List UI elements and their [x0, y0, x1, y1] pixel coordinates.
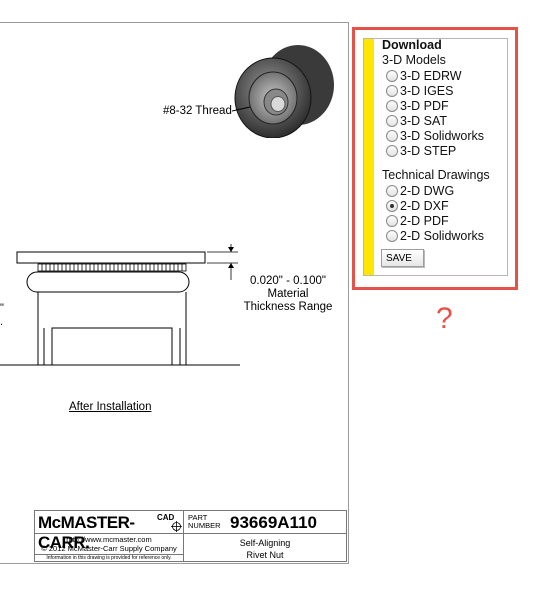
radio-icon[interactable]	[386, 214, 398, 227]
option-label: 3-D EDRW	[400, 68, 462, 83]
option-label: 3-D IGES	[400, 83, 454, 98]
thread-label: #8-32 Thread	[163, 105, 232, 117]
part-number-cell: PART NUMBER 93669A110	[183, 510, 347, 534]
part-number: 93669A110	[230, 513, 317, 532]
radio-icon[interactable]	[386, 229, 398, 242]
radio-icon[interactable]	[386, 129, 398, 142]
description-line2: Rivet Nut	[246, 550, 284, 560]
thickness-range-line2: Material	[267, 288, 309, 300]
cross-section-drawing	[0, 244, 240, 366]
radio-icon[interactable]	[386, 84, 398, 97]
mcmaster-logo: McMASTER-CARR.	[38, 513, 135, 552]
radio-icon[interactable]	[386, 184, 398, 197]
cut-off-label-2: .	[0, 316, 4, 328]
crosshair-icon	[171, 521, 182, 532]
description-line1: Self-Aligning	[239, 538, 291, 548]
option-label: 2-D DWG	[400, 183, 455, 198]
cad-mark: CAD	[157, 513, 175, 522]
models-heading: 3-D Models	[382, 53, 446, 67]
logo-cell: McMASTER-CARR. CAD	[34, 510, 184, 552]
option-2d-solidworks[interactable]: 2-D Solidworks	[386, 228, 484, 243]
thickness-range-value: 0.020" - 0.100"	[250, 275, 326, 287]
radio-icon[interactable]	[386, 144, 398, 157]
option-label: 3-D PDF	[400, 98, 449, 113]
option-3d-iges[interactable]: 3-D IGES	[386, 83, 454, 98]
radio-icon[interactable]	[386, 99, 398, 112]
radio-icon[interactable]	[386, 69, 398, 82]
radio-selected-icon[interactable]	[386, 199, 398, 212]
option-3d-step[interactable]: 3-D STEP	[386, 143, 456, 158]
drawings-heading: Technical Drawings	[382, 168, 490, 182]
option-label: 3-D Solidworks	[400, 128, 485, 143]
description-cell: Self-Aligning Rivet Nut	[183, 533, 347, 562]
option-2d-pdf[interactable]: 2-D PDF	[386, 213, 449, 228]
option-3d-sat[interactable]: 3-D SAT	[386, 113, 447, 128]
option-label: 2-D Solidworks	[400, 228, 485, 243]
part-label: PART	[188, 513, 208, 522]
option-label: 2-D PDF	[400, 213, 449, 228]
caption-after-installation: After Installation	[69, 401, 152, 413]
company-url: http://www.mcmaster.com	[66, 535, 152, 544]
option-2d-dxf[interactable]: 2-D DXF	[386, 198, 449, 213]
rivet-nut-illustration	[234, 45, 334, 138]
option-label: 2-D DXF	[400, 198, 449, 213]
save-button[interactable]: SAVE	[381, 249, 424, 267]
thickness-range-label: 0.020" - 0.100" Material Thickness Range	[238, 275, 338, 314]
option-label: 3-D SAT	[400, 113, 447, 128]
download-title: Download	[382, 38, 442, 52]
thickness-range-line3: Thickness Range	[243, 301, 333, 313]
download-panel: Download 3-D Models 3-D EDRW 3-D IGES 3-…	[363, 38, 508, 276]
cut-off-label-1: "	[0, 302, 4, 314]
radio-icon[interactable]	[386, 114, 398, 127]
disclaimer: Information in this drawing is provided …	[35, 554, 183, 562]
question-mark: ?	[436, 302, 453, 335]
option-label: 3-D STEP	[400, 143, 457, 158]
option-3d-pdf[interactable]: 3-D PDF	[386, 98, 449, 113]
title-block: McMASTER-CARR. CAD PART NUMBER 93669A110…	[34, 510, 347, 562]
accent-bar	[364, 39, 374, 275]
option-3d-edrw[interactable]: 3-D EDRW	[386, 68, 462, 83]
company-cell: http://www.mcmaster.com © 2012 McMaster-…	[34, 533, 184, 562]
option-2d-dwg[interactable]: 2-D DWG	[386, 183, 454, 198]
copyright: © 2012 McMaster-Carr Supply Company	[41, 544, 177, 553]
number-label: NUMBER	[188, 521, 221, 530]
thread-leader-line	[232, 106, 251, 112]
highlight-box	[352, 27, 518, 290]
option-3d-solidworks[interactable]: 3-D Solidworks	[386, 128, 484, 143]
